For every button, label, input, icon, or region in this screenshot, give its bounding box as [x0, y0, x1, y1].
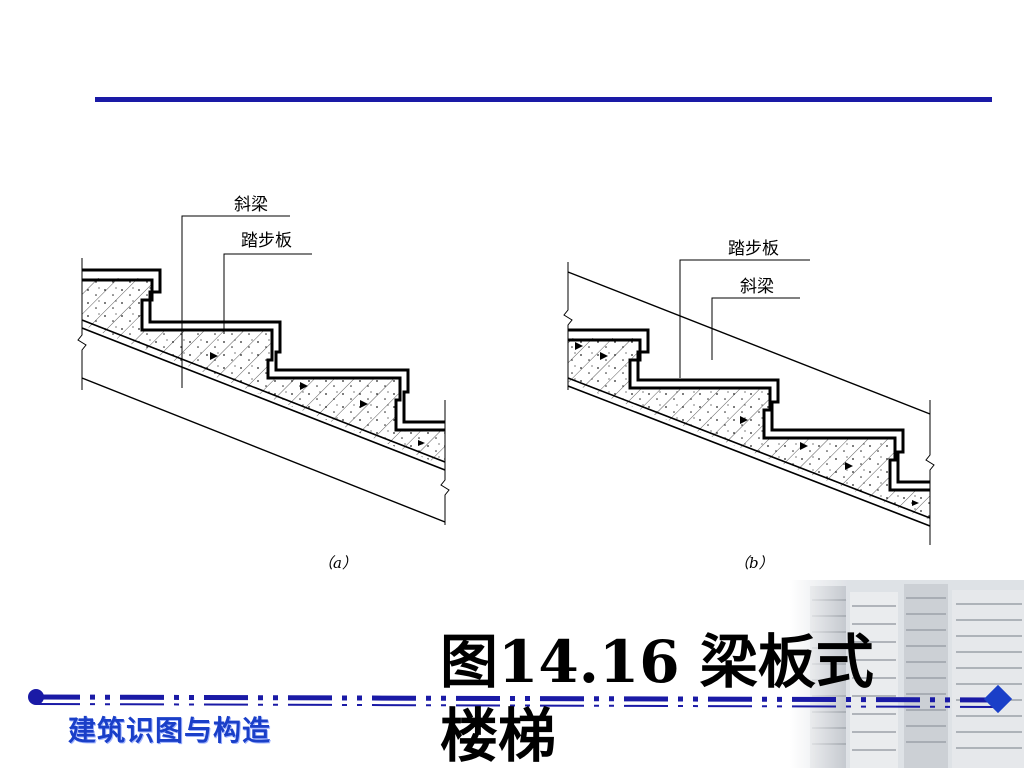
building-photo [790, 580, 1024, 768]
figure-b-break-left [563, 262, 573, 390]
figure-a-beam-bottom [81, 377, 446, 523]
figure-b-label-tread: 踏步板 [728, 239, 779, 259]
figure-b-leader-tread [679, 259, 810, 378]
figure-caption: 图14.16 梁板式楼梯 [440, 628, 874, 770]
footer-course-title: 建筑识图与构造 [68, 714, 272, 747]
figure-a-finish-inner [82, 278, 445, 432]
figure-a-finish-outer [82, 268, 445, 424]
figure-b: 踏步板 斜梁 （b） [563, 239, 935, 572]
figure-b-leader-beam [711, 297, 800, 360]
figure-a-label-tread: 踏步板 [241, 231, 292, 251]
figure-b-finish-inner [568, 338, 930, 492]
figure-a-leader-tread [223, 253, 312, 334]
figure-b-label-beam: 斜梁 [740, 277, 774, 297]
figure-a: 斜梁 踏步板 （a） [77, 195, 450, 572]
figure-a-soffit-1 [81, 319, 446, 463]
figure-b-finish-outer [568, 328, 930, 484]
figure-a-concrete-dots [82, 278, 445, 466]
figure-b-soffit-1 [567, 377, 931, 519]
figure-a-sublabel: （a） [318, 554, 357, 572]
figure-b-sublabel: （b） [734, 554, 774, 572]
figure-b-break-right [925, 400, 935, 545]
footer-rule [28, 684, 1013, 714]
footer-rule-end-diamond [983, 684, 1013, 714]
figure-a-leader-beam [181, 215, 290, 388]
figure-a-label-beam: 斜梁 [234, 195, 268, 215]
figure-b-soffit-2 [567, 385, 931, 527]
top-rule [95, 97, 992, 102]
figure-b-concrete-dots [568, 338, 930, 520]
figure-a-break-left [77, 258, 87, 390]
figure-b-beam-top [567, 271, 931, 415]
figure-a-soffit-2 [81, 327, 446, 471]
figure-a-break-right [440, 400, 450, 525]
